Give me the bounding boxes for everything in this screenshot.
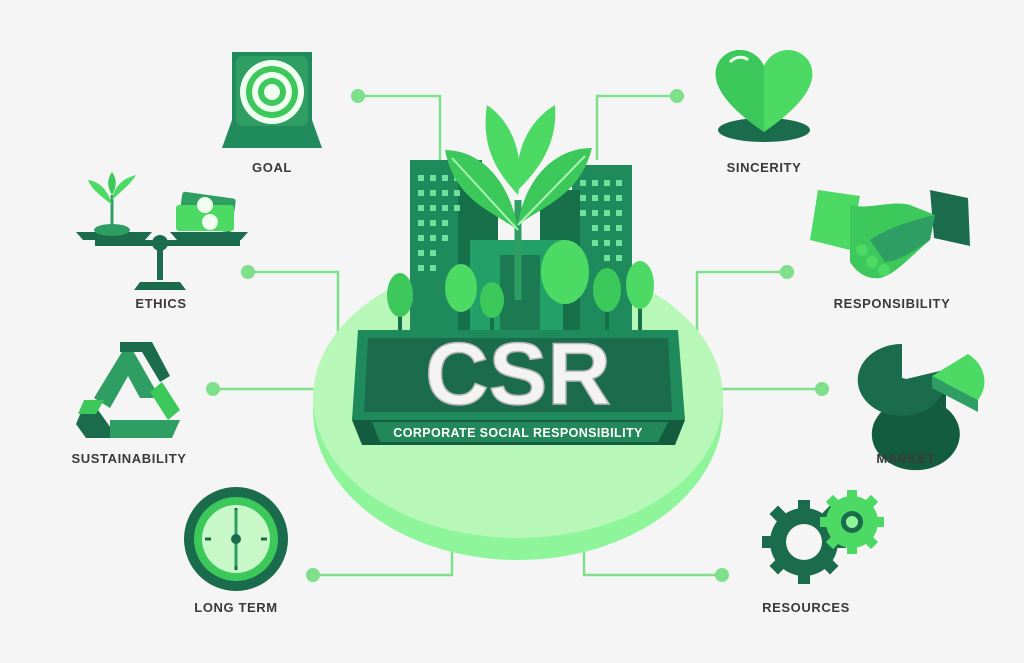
label-long-term: LONG TERM	[194, 600, 278, 615]
label-goal: GOAL	[252, 160, 292, 175]
connector-dots	[206, 89, 829, 582]
label-sustainability: SUSTAINABILITY	[71, 451, 187, 466]
gears-icon	[762, 490, 884, 584]
label-responsibility: RESPONSIBILITY	[833, 296, 951, 311]
label-sincerity: SINCERITY	[726, 160, 802, 175]
small-trees	[387, 240, 654, 330]
heart-icon	[715, 49, 813, 142]
connector-responsibility	[695, 270, 787, 340]
csr-sign	[352, 330, 685, 445]
handshake-icon	[810, 190, 970, 279]
label-ethics: ETHICS	[135, 296, 187, 311]
pie-chart-icon	[857, 343, 985, 471]
central-plant	[445, 105, 592, 300]
csr-title: CSR	[425, 324, 611, 423]
connector-ethics	[248, 270, 340, 340]
connector-goal	[358, 94, 442, 160]
csr-subtitle: CORPORATE SOCIAL RESPONSIBILITY	[393, 426, 643, 440]
recycle-icon	[76, 342, 180, 438]
balance-scale-icon	[76, 172, 248, 290]
target-icon	[222, 52, 322, 148]
label-resources: RESOURCES	[762, 600, 850, 615]
csr-platform	[313, 105, 723, 560]
clock-icon	[184, 487, 288, 591]
label-market: MARKET	[876, 451, 936, 466]
connector-sincerity	[595, 94, 677, 160]
connector-lines	[213, 94, 822, 577]
